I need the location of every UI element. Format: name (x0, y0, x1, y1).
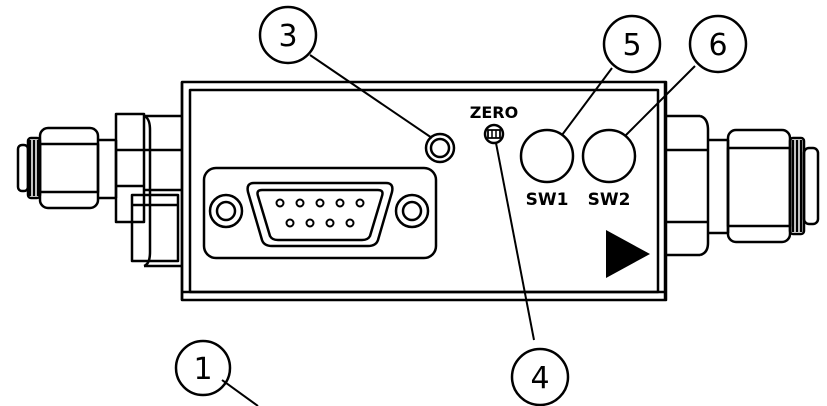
pin (305, 218, 315, 228)
main-housing (180, 80, 668, 302)
callout-circle-1 (174, 339, 232, 397)
right-fitting (665, 114, 820, 257)
pin (275, 198, 285, 208)
sw1-label: SW1 (526, 190, 569, 210)
pin (335, 198, 345, 208)
callout-circle-6 (688, 14, 748, 74)
pin (315, 198, 325, 208)
zero-potentiometer (483, 123, 505, 145)
pin (355, 198, 365, 208)
sw2-button (581, 128, 637, 184)
pin (295, 198, 305, 208)
callout-number-4: 4 (530, 361, 549, 396)
right-mount-screw (394, 193, 430, 229)
callout-number-5: 5 (622, 28, 641, 63)
callout-number-1: 1 (193, 352, 212, 387)
sw1-button (519, 128, 575, 184)
sw2-label: SW2 (588, 190, 631, 210)
callout-circle-5 (602, 14, 662, 74)
callout-circle-3 (258, 5, 318, 65)
left-fitting (16, 112, 182, 268)
callout-number-6: 6 (708, 28, 727, 63)
pin (345, 218, 355, 228)
pin (325, 218, 335, 228)
callout-circles (174, 5, 748, 406)
pin (285, 218, 295, 228)
callout-number-3: 3 (278, 19, 297, 54)
leader-lines (221, 54, 696, 406)
left-mount-screw (208, 193, 244, 229)
led-indicator (424, 132, 456, 164)
zero-label: ZERO (470, 103, 518, 122)
callout-circle-4 (510, 347, 570, 406)
dsub-connector (202, 166, 438, 260)
flow-direction-arrow (606, 230, 650, 278)
